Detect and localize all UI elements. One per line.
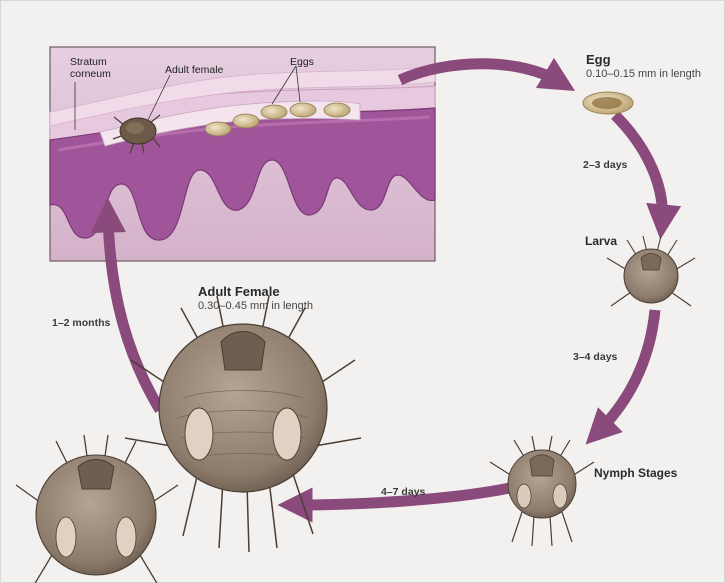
arrow-larva-to-nymph: [585, 309, 661, 445]
stratum-label-line1: Stratum: [70, 56, 107, 68]
larva-mite-illustration: [606, 235, 696, 307]
arrow-adult-to-skin: [90, 197, 165, 413]
cycle-arrows: [90, 57, 682, 523]
burrow-egg: [204, 121, 232, 137]
stratum-label-line2: corneum: [70, 68, 111, 80]
adult-stage-title: Adult Female: [198, 284, 280, 299]
adult-female-skin-label: Adult female: [165, 64, 224, 76]
eggs-skin-label: Eggs: [290, 56, 314, 68]
egg-stage-title: Egg: [586, 52, 611, 67]
adult-stage-size: 0.30–0.45 mm in length: [198, 300, 313, 312]
adult-female-mite-illustration: [124, 295, 362, 553]
arrow-nymph-to-adult: [277, 482, 512, 523]
burrow-egg: [232, 113, 260, 129]
eggs-leader-line: [271, 65, 297, 105]
burrow-egg: [260, 104, 288, 120]
duration-egg-to-larva: 2–3 days: [583, 159, 628, 171]
stratum-corneum-label: Stratum corneum: [70, 56, 111, 80]
burrow-egg: [289, 102, 317, 118]
burrow-egg: [323, 102, 351, 118]
larva-stage-title: Larva: [585, 234, 618, 248]
arrow-egg-to-larva: [611, 111, 682, 240]
burrowing-mite: [112, 114, 161, 154]
duration-adult-to-skin: 1–2 months: [52, 317, 111, 329]
arrow-skin-to-egg: [397, 57, 576, 92]
egg-stage-size: 0.10–0.15 mm in length: [586, 68, 701, 80]
burrow-eggs: [204, 102, 351, 137]
egg-illustration: [582, 91, 634, 115]
nymph-mite-illustration: [489, 435, 595, 547]
adult-female-leader-line: [147, 74, 171, 121]
duration-nymph-to-adult: 4–7 days: [381, 486, 426, 498]
duration-larva-to-nymph: 3–4 days: [573, 351, 618, 363]
nymph-stage-title: Nymph Stages: [594, 466, 678, 480]
second-adult-mite-illustration: [15, 434, 179, 583]
